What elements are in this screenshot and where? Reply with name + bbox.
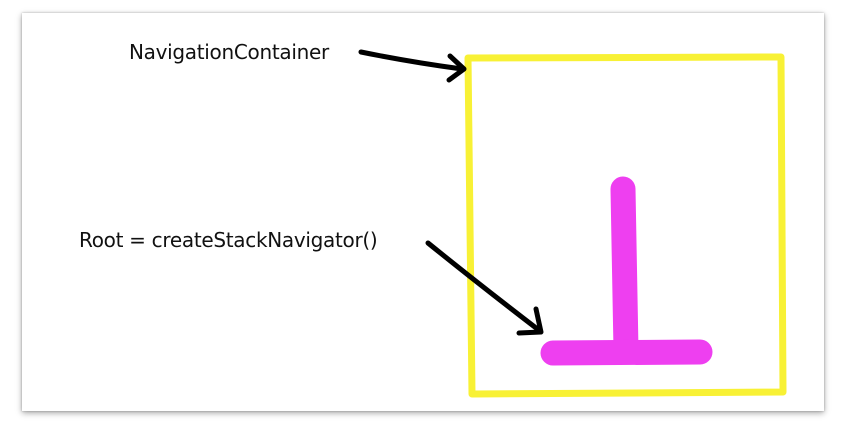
arrow-to-container — [358, 49, 467, 83]
navigation-container-box — [464, 53, 787, 398]
arrow-to-root — [425, 240, 544, 336]
stack-horizontal-bar — [540, 339, 713, 366]
navigation-container-label: NavigationContainer — [129, 40, 329, 64]
stack-vertical-bar — [610, 176, 639, 363]
root-stack-navigator-label: Root = createStackNavigator() — [79, 228, 378, 252]
